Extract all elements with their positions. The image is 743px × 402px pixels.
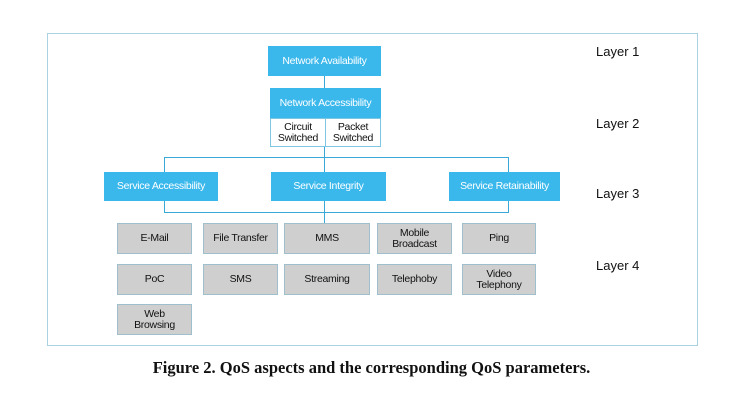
param-streaming: Streaming: [284, 264, 370, 295]
layer-label-4: Layer 4: [596, 258, 640, 273]
connector-bottom-left-rise: [164, 201, 165, 213]
param-web-browsing: Web Browsing: [117, 304, 192, 335]
connector-top-center-drop: [324, 157, 325, 172]
node-packet-switched: Packet Switched: [325, 118, 381, 147]
node-service-integrity: Service Integrity: [271, 172, 386, 201]
node-service-accessibility: Service Accessibility: [104, 172, 218, 201]
connector-l2-bus: [324, 147, 325, 157]
connector-bottom-bus: [164, 212, 509, 213]
layer-label-1: Layer 1: [596, 44, 640, 59]
param-email: E-Mail: [117, 223, 192, 254]
connector-l1-l2: [324, 76, 325, 88]
param-ping: Ping: [462, 223, 536, 254]
connector-bottom-right-rise: [508, 201, 509, 213]
node-network-availability: Network Availability: [268, 46, 381, 76]
figure-caption: Figure 2. QoS aspects and the correspond…: [152, 358, 591, 377]
param-poc: PoC: [117, 264, 192, 295]
param-sms: SMS: [203, 264, 278, 295]
layer-label-2: Layer 2: [596, 116, 640, 131]
connector-top-left-drop: [164, 157, 165, 172]
param-video-telephony: Video Telephony: [462, 264, 536, 295]
node-service-retainability: Service Retainability: [449, 172, 560, 201]
param-telephony: Telephoby: [377, 264, 452, 295]
node-circuit-switched: Circuit Switched: [270, 118, 326, 147]
param-file-transfer: File Transfer: [203, 223, 278, 254]
layer-label-3: Layer 3: [596, 186, 640, 201]
connector-top-right-drop: [508, 157, 509, 172]
node-network-accessibility: Network Accessibility: [270, 88, 381, 118]
param-mms: MMS: [284, 223, 370, 254]
diagram-frame: [47, 33, 698, 346]
param-mobile-broadcast: Mobile Broadcast: [377, 223, 452, 254]
connector-top-bus: [164, 157, 509, 158]
